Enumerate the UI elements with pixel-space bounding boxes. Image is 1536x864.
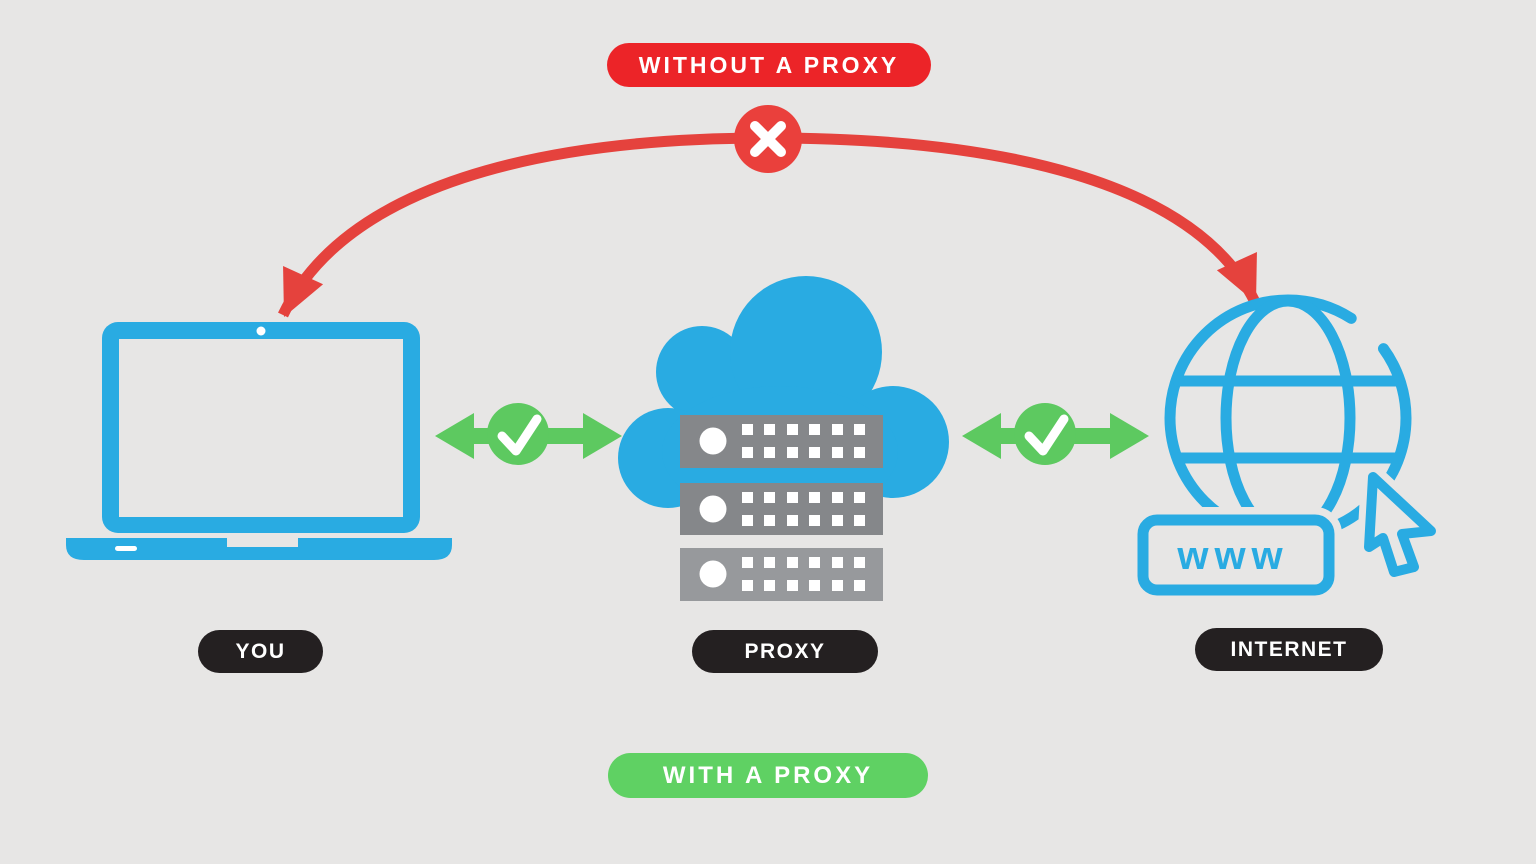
webcam-dot [256,326,266,336]
proxy-label: PROXY [692,630,878,673]
x-mark-icon [750,121,786,157]
blocked-connection [278,105,1260,318]
without-proxy-badge: WITHOUT A PROXY [607,43,931,87]
you-label: YOU [198,630,323,673]
arc-arrowhead-right [1216,252,1257,303]
www-box: www [1130,507,1342,603]
server-racks [680,415,883,601]
laptop-icon [66,322,452,560]
internet-label: INTERNET [1195,628,1383,671]
www-text: www [1176,534,1288,578]
check-arrow-proxy-internet [962,403,1149,465]
check-arrow-you-proxy [435,403,622,465]
cloud-icon [618,276,949,518]
with-proxy-badge: WITH A PROXY [608,753,928,798]
cursor-icon [1357,465,1443,584]
proxy-cloud-server-icon [618,276,949,601]
arc-arrowhead-left [283,266,324,317]
